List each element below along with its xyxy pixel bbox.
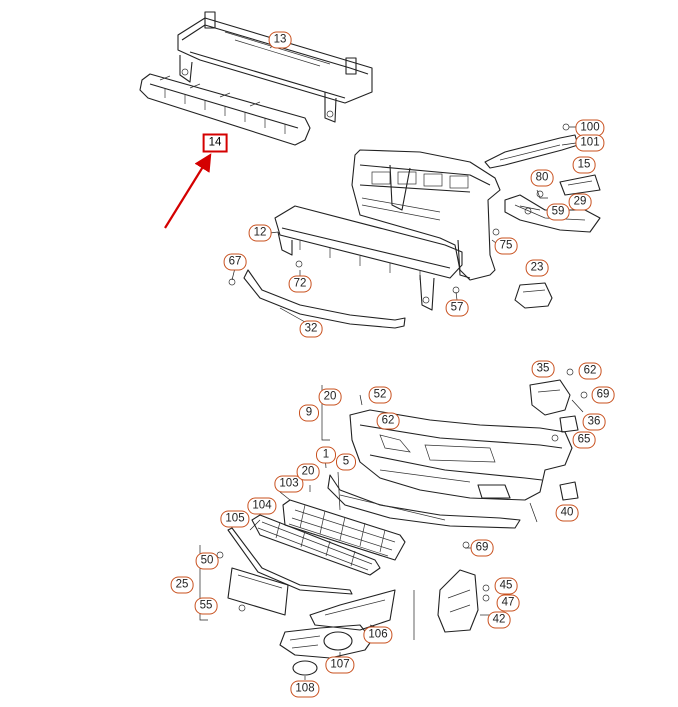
callout-32[interactable]: 32 (299, 320, 323, 338)
callout-50[interactable]: 50 (195, 552, 219, 570)
bracket-101 (484, 123, 579, 169)
callout-62[interactable]: 62 (578, 362, 602, 380)
callout-13[interactable]: 13 (268, 31, 292, 49)
callout-104[interactable]: 104 (247, 497, 277, 515)
highlight-arrow (164, 153, 212, 229)
callout-52[interactable]: 52 (368, 386, 392, 404)
callout-5[interactable]: 5 (336, 453, 356, 471)
strip-105 (227, 527, 353, 595)
screws-top (228, 189, 548, 294)
plate-holder-25 (216, 551, 289, 616)
callout-72[interactable]: 72 (288, 275, 312, 293)
callout-108[interactable]: 108 (290, 680, 320, 698)
fog-grille-107 (279, 624, 373, 659)
callout-103[interactable]: 103 (274, 475, 304, 493)
callout-14-highlighted[interactable]: 14 (202, 133, 228, 153)
callout-80[interactable]: 80 (530, 169, 554, 187)
spoiler-strip-32 (243, 269, 406, 329)
callout-42[interactable]: 42 (487, 611, 511, 629)
callout-45[interactable]: 45 (494, 577, 518, 595)
trim-strip-5 (327, 474, 521, 529)
callout-29[interactable]: 29 (568, 193, 592, 211)
reinforcement-beam-13 (177, 11, 373, 123)
bumper-cover-9 (349, 409, 573, 501)
bracket-15-29 (504, 174, 601, 233)
fog-trim-106 (309, 589, 396, 631)
callout-15[interactable]: 15 (572, 156, 596, 174)
callout-25[interactable]: 25 (170, 576, 194, 594)
callout-23[interactable]: 23 (525, 259, 549, 277)
callout-36[interactable]: 36 (582, 413, 606, 431)
callout-62-lower[interactable]: 62 (376, 412, 400, 430)
callout-47[interactable]: 47 (496, 594, 520, 612)
callout-59[interactable]: 59 (546, 203, 570, 221)
callout-65[interactable]: 65 (572, 431, 596, 449)
cross-member-12 (274, 205, 463, 311)
callout-100[interactable]: 100 (575, 119, 605, 137)
grille-104 (251, 514, 381, 576)
callout-67[interactable]: 67 (223, 253, 247, 271)
cap-23 (514, 282, 553, 309)
callout-69[interactable]: 69 (591, 386, 615, 404)
callout-40[interactable]: 40 (555, 504, 579, 522)
bracket-35 (529, 368, 588, 416)
callout-12[interactable]: 12 (248, 224, 272, 242)
callout-69-lower[interactable]: 69 (470, 539, 494, 557)
callout-107[interactable]: 107 (325, 656, 355, 674)
callout-57[interactable]: 57 (445, 299, 469, 317)
callout-35[interactable]: 35 (531, 360, 555, 378)
callout-105[interactable]: 105 (220, 510, 250, 528)
callout-101[interactable]: 101 (575, 134, 605, 152)
callout-75[interactable]: 75 (494, 237, 518, 255)
clips-36-40 (551, 415, 579, 501)
callout-9[interactable]: 9 (299, 404, 319, 422)
grille-103 (282, 499, 406, 561)
callout-20-lower[interactable]: 20 (296, 463, 320, 481)
callout-55[interactable]: 55 (194, 597, 218, 615)
ring-108 (292, 660, 318, 676)
energy-absorber-14 (139, 73, 311, 146)
callout-1[interactable]: 1 (316, 446, 336, 464)
callout-106[interactable]: 106 (363, 626, 393, 644)
callout-20[interactable]: 20 (318, 388, 342, 406)
lock-carrier (351, 149, 501, 281)
